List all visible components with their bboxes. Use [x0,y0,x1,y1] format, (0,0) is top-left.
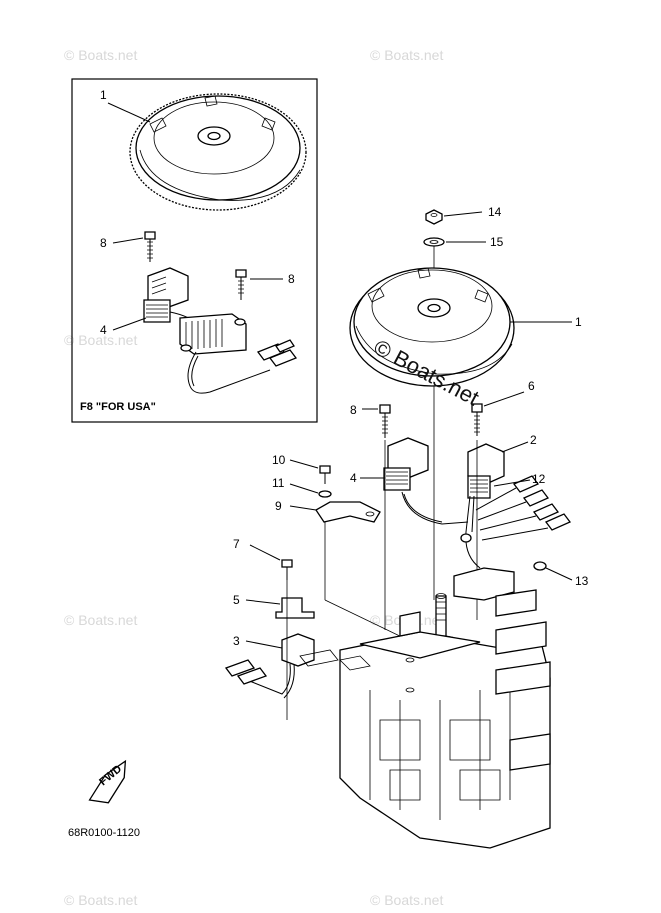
inset-caption: F8 "FOR USA" [80,401,156,413]
callout: 6 [528,379,535,393]
inset-box: 1 8 8 4 F8 "FOR USA" [71,78,318,423]
callout: 10 [272,453,286,467]
watermark: © Boats.net [64,332,137,348]
bolt [379,404,391,438]
screw [319,465,331,484]
callout: 12 [532,472,546,486]
callout: 1 [575,315,582,329]
flywheel-nut [425,209,443,225]
bracket [315,501,381,523]
inset-charge-coil [143,267,201,327]
bolt [471,403,483,436]
washer-small [318,490,332,498]
inset-callout: 1 [100,88,107,102]
callout: 5 [233,593,240,607]
callout: 9 [275,499,282,513]
rectifier [224,633,315,699]
wire-harness [401,475,572,569]
flywheel [349,267,515,387]
callout: 13 [575,574,589,588]
callout: 4 [350,471,357,485]
watermark: © Boats.net [64,612,137,628]
screw [281,559,293,580]
inset-callout: 8 [288,272,295,286]
callout: 8 [350,403,357,417]
diagram-code: 68R0100-1120 [68,827,140,839]
charge-coil [383,437,429,491]
plug [533,561,547,571]
inset-lighting-coil [179,313,298,394]
engine-block [299,567,551,849]
inset-callout: 8 [100,236,107,250]
callout: 3 [233,634,240,648]
callout: 7 [233,537,240,551]
callout: 2 [530,433,537,447]
watermark: © Boats.net [370,47,443,63]
clamp [275,597,315,619]
inset-flywheel [129,93,307,211]
callout: 11 [272,476,285,490]
watermark: © Boats.net [64,892,137,908]
inset-callout: 4 [100,323,107,337]
watermark: © Boats.net [370,892,443,908]
pulser-coil [467,443,505,499]
callout: 15 [490,235,504,249]
washer [423,237,445,247]
callout: 14 [488,205,502,219]
watermark: © Boats.net [64,47,137,63]
inset-bolt [235,269,247,300]
inset-bolt [144,231,156,262]
watermarks: © Boats.net © Boats.net © Boats.net © Bo… [64,47,443,908]
fwd-arrow: FWD [88,759,127,804]
